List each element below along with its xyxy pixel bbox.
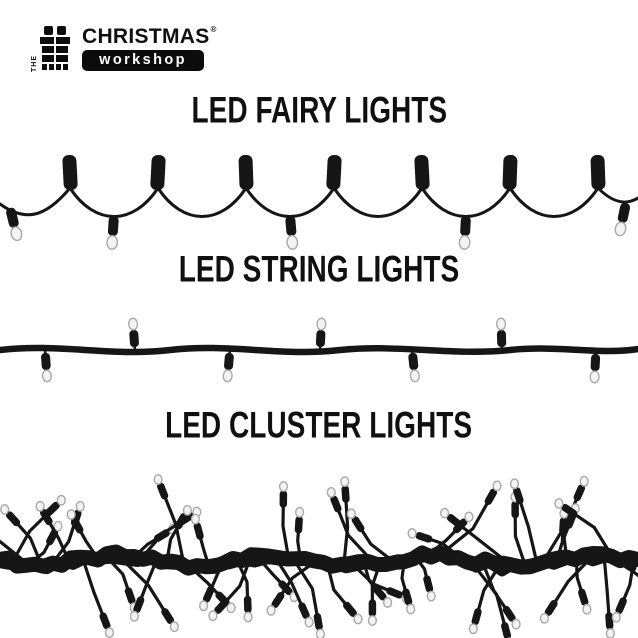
string-bulbs <box>41 317 601 384</box>
workshop-badge: workshop <box>82 50 204 71</box>
gift-icon-shape <box>40 26 70 70</box>
cluster-lights-title-text: LED CLUSTER LIGHTS <box>165 403 473 446</box>
brand-name-line: CHRISTMAS ® <box>82 25 217 48</box>
fairy-lights-image <box>0 154 638 250</box>
brand-name: CHRISTMAS <box>82 25 210 48</box>
logo-text: CHRISTMAS ® workshop <box>82 26 217 71</box>
cluster-lights-title: LED CLUSTER LIGHTS <box>0 403 638 446</box>
string-wire <box>0 344 638 356</box>
string-lights-image <box>0 317 638 384</box>
string-lights-title: LED STRING LIGHTS <box>0 247 638 290</box>
workshop-label: workshop <box>99 52 187 68</box>
registered-mark: ® <box>210 25 217 34</box>
fairy-wire <box>0 186 638 218</box>
fairy-sockets <box>62 154 606 191</box>
cluster-lights-image <box>0 474 638 638</box>
gift-icon: THE <box>31 26 70 72</box>
string-lights-title-text: LED STRING LIGHTS <box>178 247 460 290</box>
logo-the-text: THE <box>31 55 38 72</box>
brand-logo: THE CHRISTMAS ® worksho <box>30 26 217 76</box>
fairy-bulbs <box>6 202 631 250</box>
fairy-lights-title: LED FAIRY LIGHTS <box>0 88 638 131</box>
fairy-lights-title-text: LED FAIRY LIGHTS <box>191 88 447 131</box>
